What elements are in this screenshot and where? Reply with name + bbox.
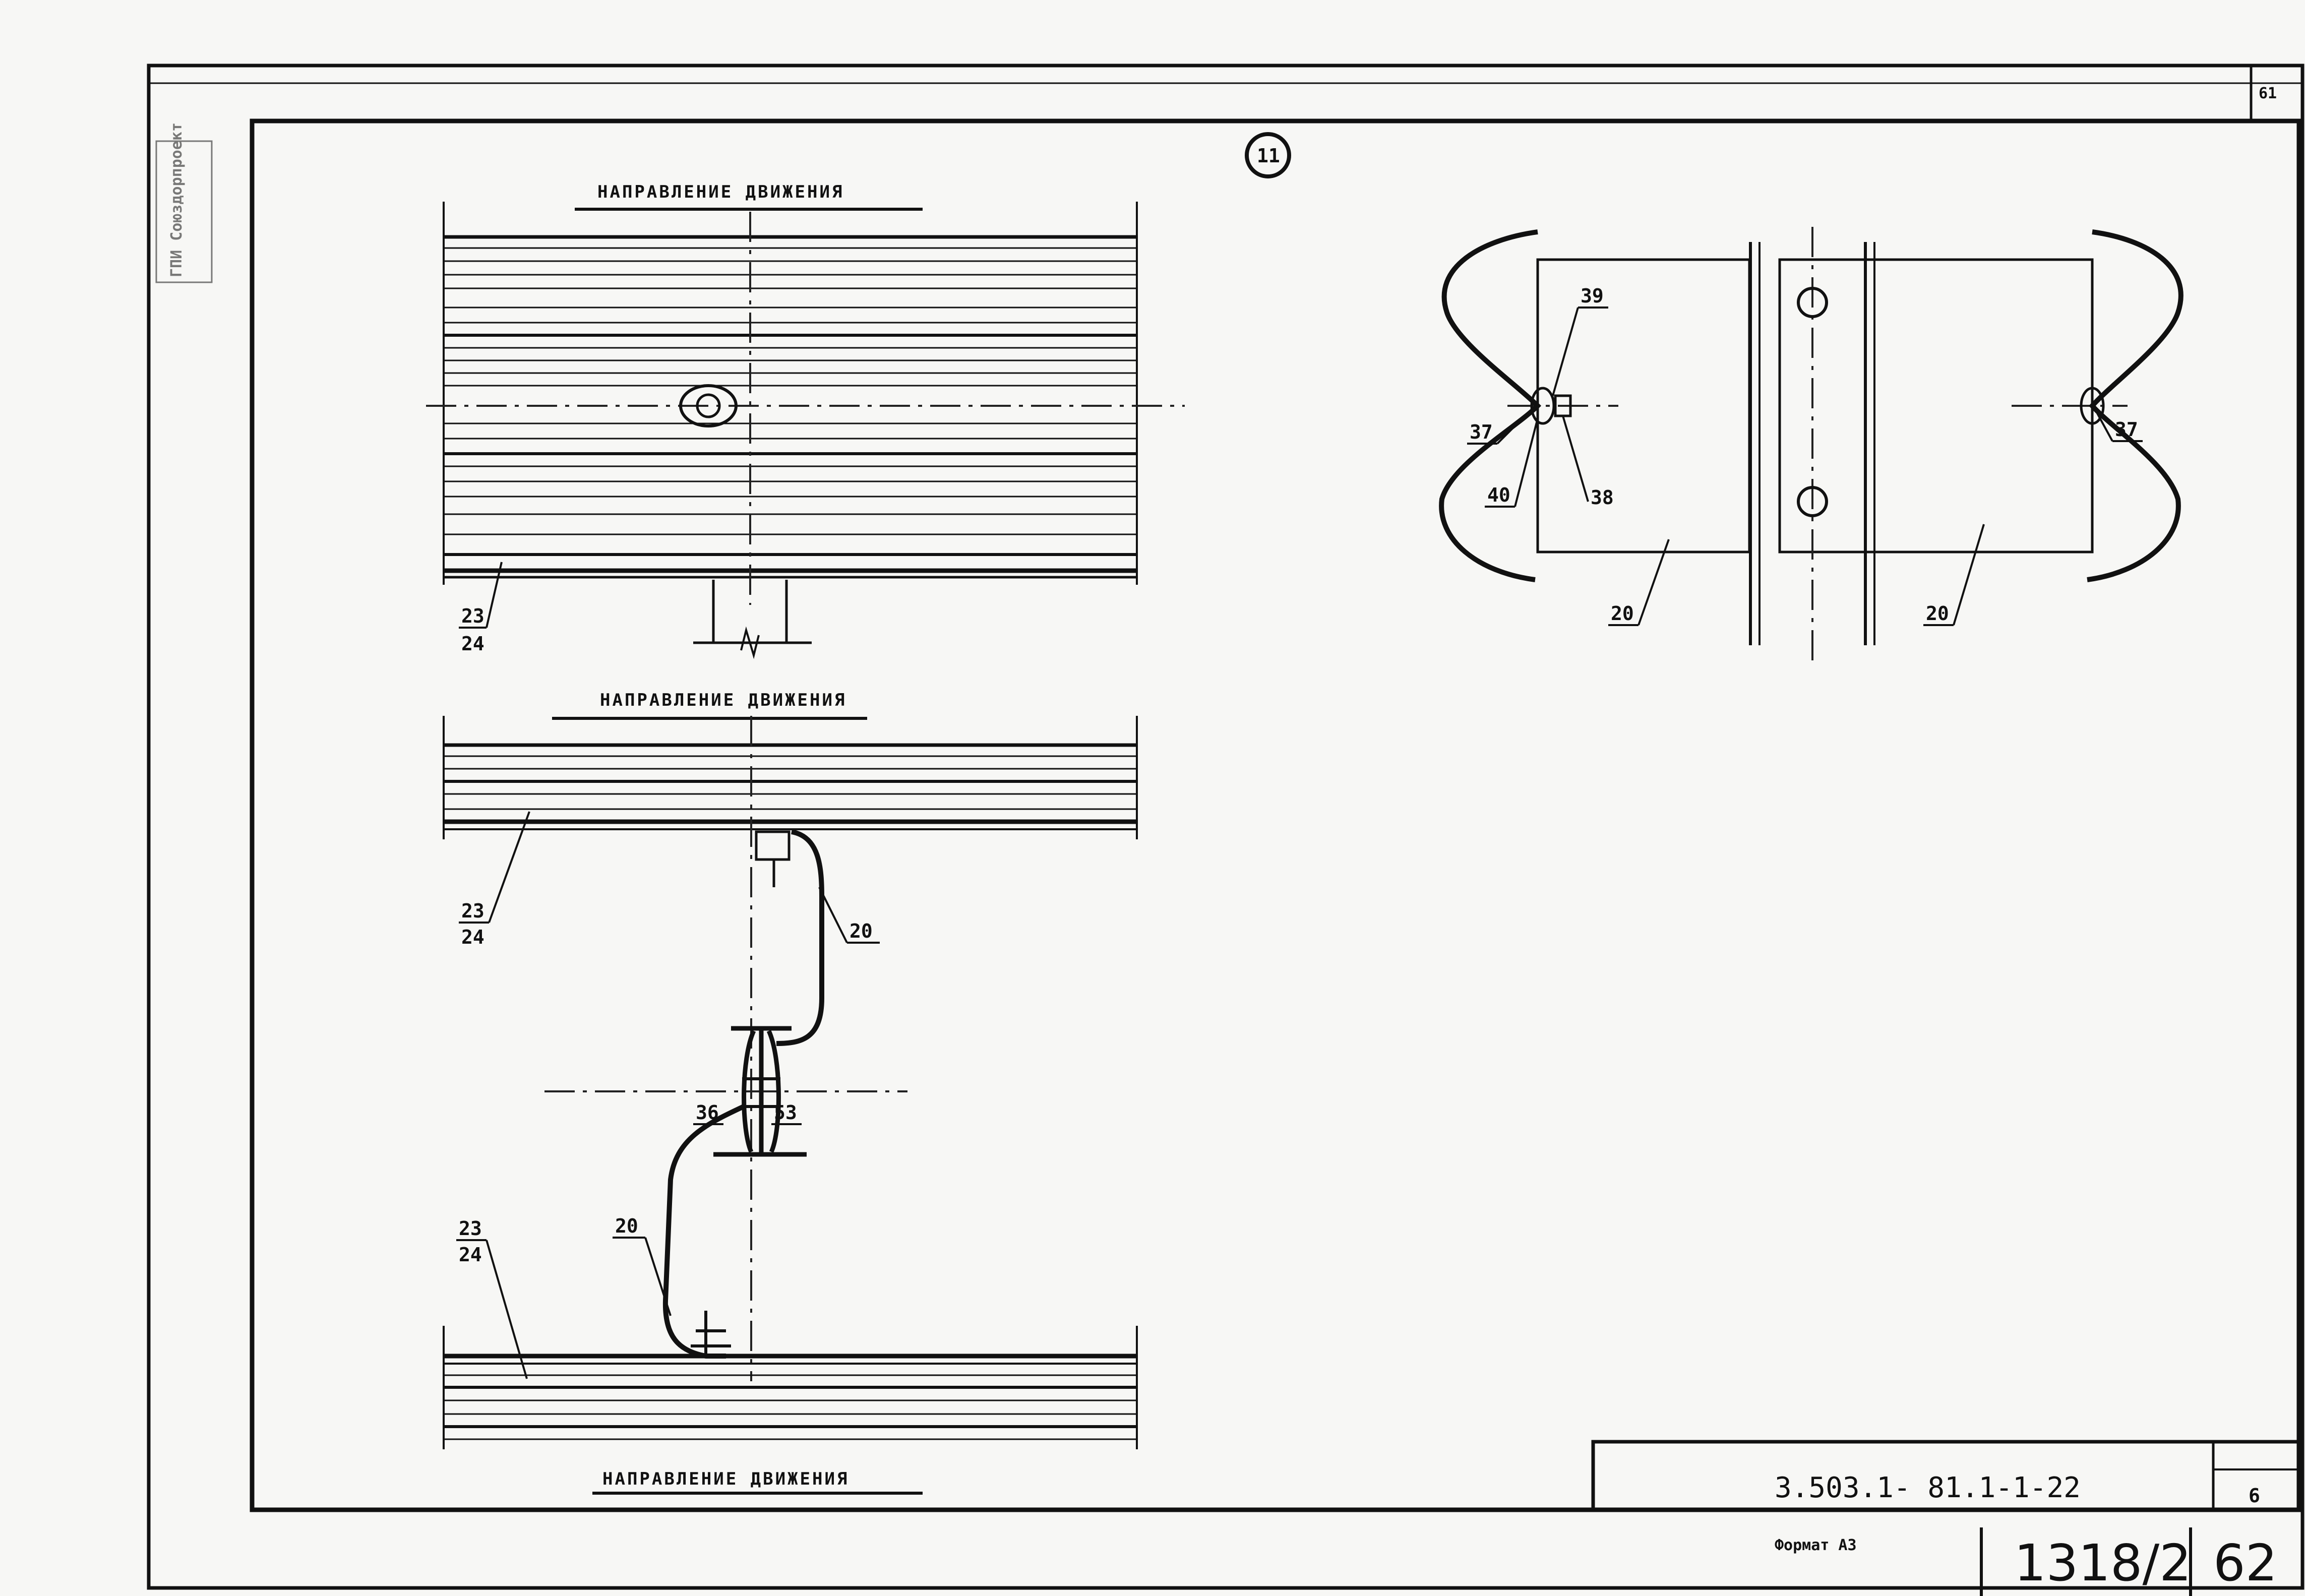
top-view: НАПРАВЛЕНИЕ ДВИЖЕНИЯ xyxy=(426,182,1185,659)
right-callout-20-right: 20 xyxy=(1926,602,1949,625)
right-view: 39 37 40 38 20 20 37 xyxy=(1439,227,2183,665)
middle-callout-23: 23 xyxy=(461,900,484,922)
middle-bracket xyxy=(776,829,824,1046)
top-callout-24: 24 xyxy=(461,633,484,655)
document-code: 3.503.1- 81.1-1-22 xyxy=(1775,1471,2081,1504)
right-callout-37-right: 37 xyxy=(2115,418,2138,441)
right-callout-39: 39 xyxy=(1581,285,1604,307)
sheet-number: 6 xyxy=(2249,1485,2260,1507)
lower-rail-stripes xyxy=(444,1354,1137,1440)
format-label: Формат А3 xyxy=(1775,1537,1857,1554)
title-block: 3.503.1- 81.1-1-22 6 Формат А3 1318/2 62 xyxy=(1591,1440,2301,1596)
top-bolt xyxy=(679,384,738,427)
top-direction-label: НАПРАВЛЕНИЕ ДВИЖЕНИЯ xyxy=(597,182,844,202)
lower-callout-53: 53 xyxy=(774,1101,797,1124)
lower-callout-24: 24 xyxy=(459,1244,482,1266)
lower-view: 36 53 20 23 24 НАПРАВЛЕНИЕ ДВИЖЕНИЯ xyxy=(443,1026,1138,1495)
svg-text:ГПИ Союздорпроект: ГПИ Союздорпроект xyxy=(168,122,186,277)
middle-callout-20: 20 xyxy=(850,920,873,942)
top-rail-stripes xyxy=(444,235,1137,579)
archive-number: 1318/2 xyxy=(2014,1533,2192,1592)
top-callout-23: 23 xyxy=(461,605,484,627)
right-callout-37-left: 37 xyxy=(1470,421,1493,443)
lower-callout-23: 23 xyxy=(459,1217,482,1240)
middle-rail-stripes xyxy=(444,743,1137,830)
lower-callout-20: 20 xyxy=(615,1215,638,1237)
outer-border xyxy=(147,64,2304,1590)
right-callout-40: 40 xyxy=(1487,484,1510,506)
right-callout-20-left: 20 xyxy=(1611,602,1634,625)
right-callout-38: 38 xyxy=(1591,486,1614,509)
page-number: 62 xyxy=(2213,1533,2277,1592)
archive-stamp: ГПИ Союздорпроект xyxy=(155,122,213,283)
right-w-beam xyxy=(2087,229,2183,582)
lower-direction-label: НАПРАВЛЕНИЕ ДВИЖЕНИЯ xyxy=(602,1469,849,1489)
post-profile xyxy=(713,1026,807,1157)
corner-page-number: 61 xyxy=(2259,85,2277,102)
left-w-beam xyxy=(1439,229,1542,582)
inner-frame xyxy=(250,118,2301,1512)
detail-mark-circle xyxy=(1245,132,1291,178)
detail-mark-number: 11 xyxy=(1257,145,1280,167)
lower-bracket xyxy=(662,1104,745,1359)
middle-callout-24: 24 xyxy=(461,926,484,948)
middle-direction-label: НАПРАВЛЕНИЕ ДВИЖЕНИЯ xyxy=(600,690,846,710)
middle-view: НАПРАВЛЕНИЕ ДВИЖЕНИЯ 23 24 20 xyxy=(443,690,1138,1381)
